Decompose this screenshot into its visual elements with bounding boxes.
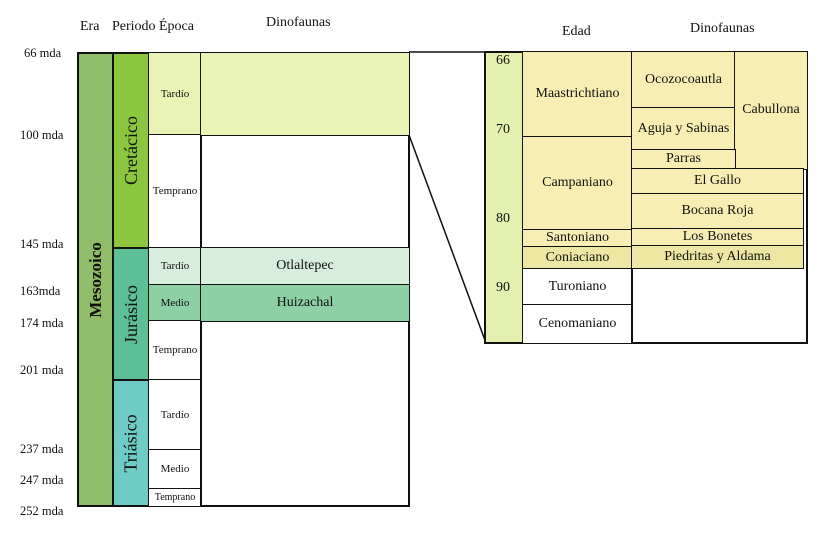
scale-label: 70 [496, 122, 510, 137]
scale-label: 66 [496, 53, 510, 68]
age-label: 100 mda [20, 128, 64, 142]
header-periodo: Periodo [112, 19, 156, 34]
age-label: 145 mda [20, 237, 64, 251]
fauna-el-gallo: El Gallo [631, 168, 804, 195]
age-label: 174 mda [20, 316, 64, 330]
header-dinofaunas-left: Dinofaunas [266, 15, 331, 30]
age-label: 201 mda [20, 363, 64, 377]
stage-turoniano: Turoniano [522, 268, 633, 306]
header-edad: Edad [562, 24, 591, 39]
epoch-tri-medio: Medio [148, 449, 202, 490]
fauna-ocozocoautla: Ocozocoautla [631, 51, 736, 109]
age-label: 252 mda [20, 504, 64, 518]
age-label: 66 mda [24, 46, 62, 60]
scale-label: 80 [496, 211, 510, 226]
period-cretacico: Cretácico [112, 52, 150, 249]
stage-campaniano: Campaniano [522, 136, 633, 231]
header-dinofaunas-right: Dinofaunas [690, 21, 755, 36]
stage-coniaciano: Coniaciano [522, 246, 633, 270]
age-label: 247 mda [20, 473, 64, 487]
fauna-parras: Parras [631, 149, 736, 170]
fauna-aguja-sabinas: Aguja y Sabinas [631, 107, 736, 151]
header-epoca: Época [159, 19, 194, 34]
period-triasico: Triásico [112, 379, 150, 507]
epoch-cret-temprano: Temprano [148, 134, 202, 249]
age-label: 237 mda [20, 442, 64, 456]
header-era: Era [80, 19, 100, 34]
cretacico-tardio-band [200, 52, 410, 136]
scale-column [484, 51, 524, 344]
epoch-jur-tardio: Tardío [148, 247, 202, 286]
stage-maastrichtiano: Maastrichtiano [522, 51, 633, 138]
stage-cenomaniano: Cenomaniano [522, 304, 633, 344]
epoch-tri-tardio: Tardío [148, 379, 202, 451]
fauna-bocana-roja: Bocana Roja [631, 193, 804, 229]
fauna-huizachal: Huizachal [200, 284, 410, 322]
age-label: 163mda [20, 284, 61, 298]
fauna-los-bonetes: Los Bonetes [631, 228, 804, 247]
fauna-piedritas-aldama: Piedritas y Aldama [631, 245, 804, 269]
fauna-cabullona: Cabullona [734, 51, 808, 170]
scale-label: 90 [496, 280, 510, 295]
